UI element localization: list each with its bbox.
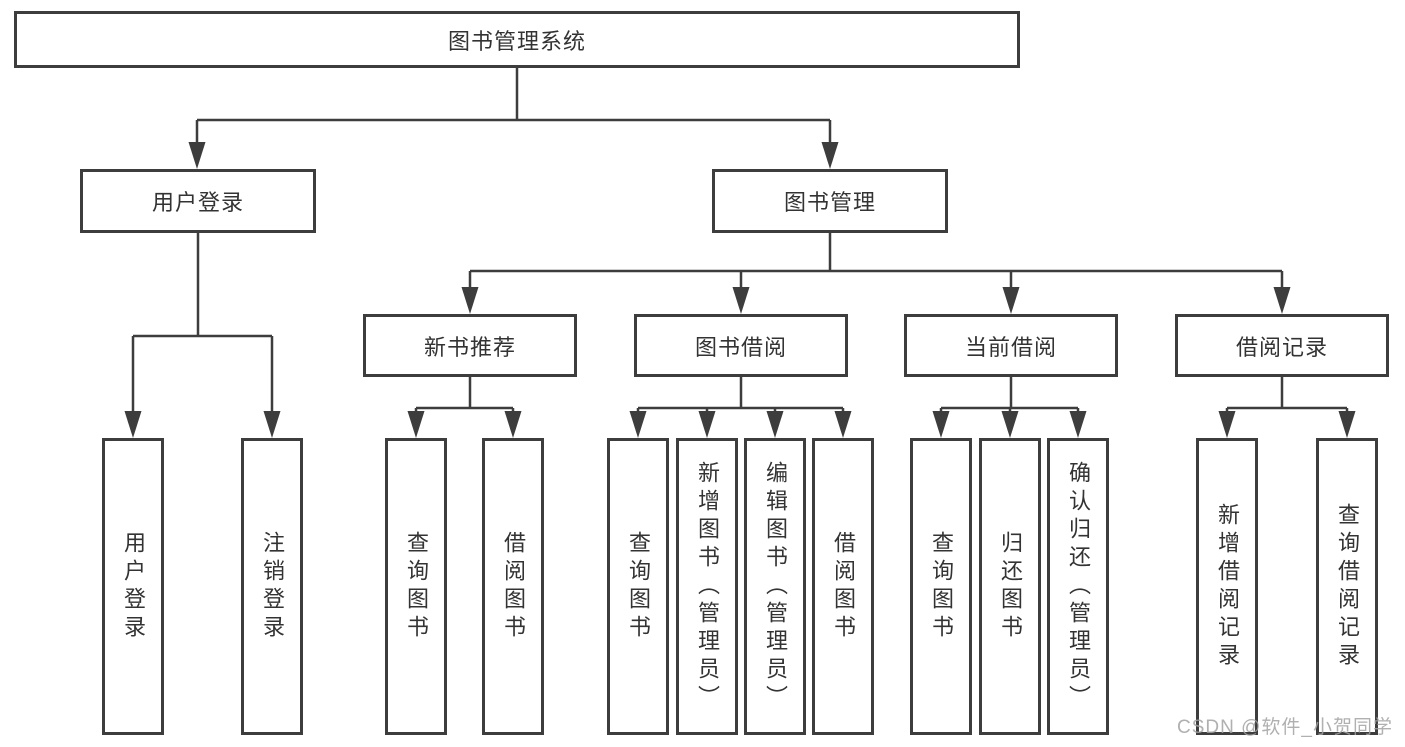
node-current-borrow: 当前借阅 (904, 314, 1118, 377)
connector-records-children (1225, 377, 1349, 418)
arrowhead-icon (504, 411, 522, 438)
leaf-label: 查询图书 (404, 530, 429, 643)
leaf-label: 编辑图书（管理员） (763, 460, 788, 713)
leaf-label: 归还图书 (998, 530, 1023, 643)
leaf-label: 借阅图书 (501, 530, 526, 643)
leaf-label: 查询图书 (929, 530, 954, 643)
connector-borrow-children (636, 377, 845, 418)
connector-root-to-level2 (195, 68, 832, 149)
node-book-management: 图书管理 (712, 169, 948, 233)
leaf-label: 借阅图书 (831, 530, 856, 643)
arrowhead-icon (1338, 411, 1356, 438)
arrowhead-icon (932, 411, 950, 438)
arrowhead-icon (698, 411, 716, 438)
leaf-label: 确认归还（管理员） (1066, 460, 1091, 713)
node-new-book-recommend: 新书推荐 (363, 314, 577, 377)
leaf-label: 查询图书 (626, 530, 651, 643)
leaf-label: 注销登录 (260, 530, 285, 643)
leaf-add-books-admin: 新增图书（管理员） (676, 438, 738, 735)
leaf-borrow-books-recommend: 借阅图书 (482, 438, 544, 735)
arrowhead-icon (263, 411, 281, 438)
leaf-label: 新增图书（管理员） (695, 460, 720, 713)
arrowhead-icon (732, 287, 750, 314)
leaf-query-books-borrow: 查询图书 (607, 438, 669, 735)
arrowhead-icon (461, 287, 479, 314)
leaf-query-borrow-record: 查询借阅记录 (1316, 438, 1378, 735)
connector-login-children (131, 233, 274, 418)
leaf-logout: 注销登录 (241, 438, 303, 735)
leaf-user-login: 用户登录 (102, 438, 164, 735)
arrowhead-icon (407, 411, 425, 438)
node-book-borrow: 图书借阅 (634, 314, 848, 377)
csdn-watermark: CSDN @软件_小贺同学 (1177, 717, 1393, 738)
arrowhead-icon (629, 411, 647, 438)
leaf-label: 新增借阅记录 (1215, 502, 1240, 671)
arrowhead-icon (1273, 287, 1291, 314)
arrowhead-icon (124, 411, 142, 438)
leaf-query-books-current: 查询图书 (910, 438, 972, 735)
arrowhead-icon (821, 142, 839, 169)
leaf-label: 查询借阅记录 (1335, 502, 1360, 671)
node-label: 用户登录 (151, 190, 244, 215)
leaf-confirm-return-admin: 确认归还（管理员） (1047, 438, 1109, 735)
leaf-edit-books-admin: 编辑图书（管理员） (744, 438, 806, 735)
arrowhead-icon (1218, 411, 1236, 438)
leaf-label: 用户登录 (121, 530, 146, 643)
node-borrow-records: 借阅记录 (1175, 314, 1389, 377)
node-label: 当前借阅 (964, 334, 1057, 360)
node-label: 图书管理系统 (447, 28, 586, 54)
node-label: 借阅记录 (1235, 334, 1328, 360)
connector-newbooks-children (414, 377, 515, 418)
arrowhead-icon (188, 142, 206, 169)
leaf-borrow-books: 借阅图书 (812, 438, 874, 735)
arrowhead-icon (766, 411, 784, 438)
arrowhead-icon (1069, 411, 1087, 438)
arrowhead-icon (834, 411, 852, 438)
node-label: 图书借阅 (694, 334, 787, 360)
node-user-login: 用户登录 (80, 169, 316, 233)
node-system-root: 图书管理系统 (14, 11, 1020, 68)
node-label: 新书推荐 (423, 334, 516, 360)
connector-bookmgmt-to-level3 (468, 233, 1284, 294)
node-label: 图书管理 (783, 190, 876, 215)
leaf-query-books-recommend: 查询图书 (385, 438, 447, 735)
arrowhead-icon (1001, 411, 1019, 438)
arrowhead-icon (1002, 287, 1020, 314)
leaf-return-books: 归还图书 (979, 438, 1041, 735)
leaf-add-borrow-record: 新增借阅记录 (1196, 438, 1258, 735)
